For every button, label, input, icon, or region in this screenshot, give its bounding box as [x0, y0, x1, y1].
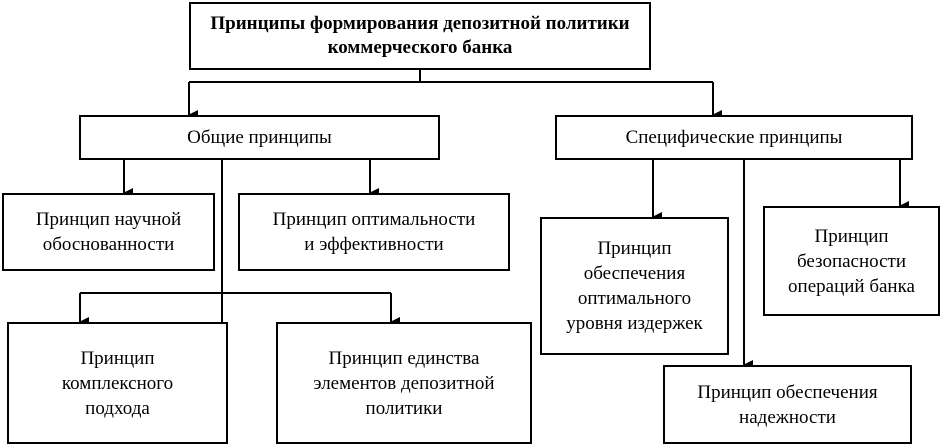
specific-principles-box: Специфические принципы — [555, 115, 913, 160]
principle-scientific-label: Принцип научной обоснованности — [35, 209, 182, 255]
principle-safety-box: Принцип безопасности операций банка — [763, 206, 940, 316]
principle-complex-label: Принцип комплексного подхода — [61, 347, 174, 419]
general-principles-label: Общие принципы — [187, 127, 332, 148]
principle-complex-box: Принцип комплексного подхода — [7, 322, 228, 444]
principle-scientific-box: Принцип научной обоснованности — [2, 193, 215, 271]
principle-costs-label: Принцип обеспечения оптимального уровня … — [566, 238, 703, 334]
principle-unity-box: Принцип единства элементов депозитной по… — [276, 322, 532, 444]
principle-unity-label: Принцип единства элементов депозитной по… — [313, 347, 495, 419]
principle-safety-label: Принцип безопасности операций банка — [788, 225, 915, 297]
general-principles-box: Общие принципы — [79, 115, 440, 160]
specific-principles-label: Специфические принципы — [625, 127, 843, 148]
principle-optimality-label: Принцип оптимальности и эффективности — [272, 209, 476, 255]
diagram-title: Принципы формирования депозитной политик… — [210, 13, 630, 58]
principle-optimality-box: Принцип оптимальности и эффективности — [238, 193, 510, 271]
principle-costs-box: Принцип обеспечения оптимального уровня … — [540, 217, 729, 355]
principle-reliability-box: Принцип обеспечения надежности — [663, 365, 912, 444]
diagram-title-box: Принципы формирования депозитной политик… — [189, 2, 651, 70]
principle-reliability-label: Принцип обеспечения надежности — [697, 381, 878, 428]
